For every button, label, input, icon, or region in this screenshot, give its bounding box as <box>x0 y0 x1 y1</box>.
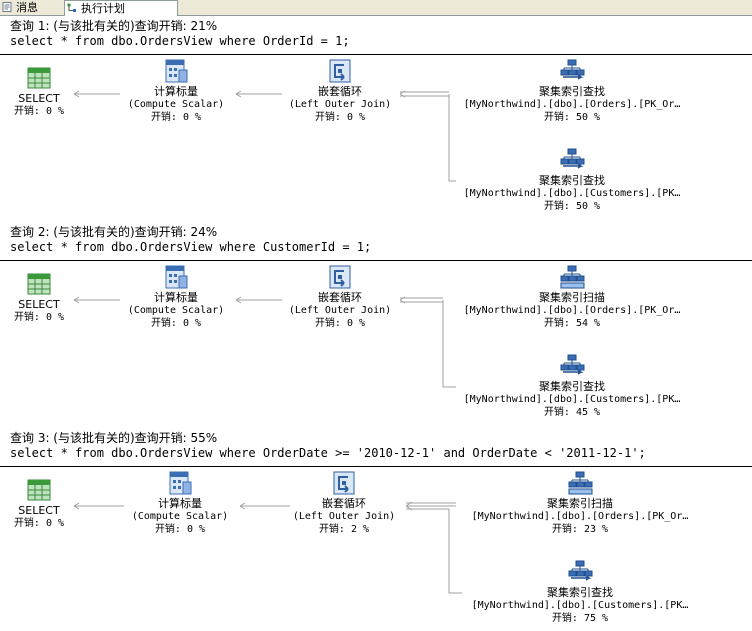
query-2-plan: SELECT 开销: 0 % 计算标量 (Compute Scalar) 开销:… <box>0 261 752 427</box>
op-sub: [MyNorthwind].[dbo].[Orders].[PK_Or… <box>463 99 681 110</box>
clustered-index-seek-icon <box>560 354 585 375</box>
clustered-index-scan-icon <box>568 471 593 495</box>
op-name: 嵌套循环 <box>318 85 362 98</box>
messages-icon <box>2 2 12 12</box>
op-select[interactable]: SELECT 开销: 0 % <box>10 477 68 530</box>
op-cost: 开销: 75 % <box>551 613 609 624</box>
op-clustered-index-seek-customers[interactable]: 聚集索引查找 [MyNorthwind].[dbo].[Customers].[… <box>460 559 700 625</box>
query-1-plan: SELECT 开销: 0 % 计算标量 (Compute Scalar) 开销:… <box>0 55 752 221</box>
op-nested-loops[interactable]: 嵌套循环 (Left Outer Join) 开销: 2 % <box>286 470 402 536</box>
op-sub: (Compute Scalar) <box>127 305 225 316</box>
op-name: 聚集索引扫描 <box>547 497 613 510</box>
query-1-sql: select * from dbo.OrdersView where Order… <box>10 34 350 48</box>
op-sub: [MyNorthwind].[dbo].[Customers].[PK… <box>463 188 681 199</box>
op-name: 聚集索引扫描 <box>539 291 605 304</box>
op-sub: (Left Outer Join) <box>292 511 396 522</box>
query-3-cost-line: 查询 3: (与该批有关的)查询开销: 55% <box>10 431 218 445</box>
op-clustered-index-scan-orders[interactable]: 聚集索引扫描 [MyNorthwind].[dbo].[Orders].[PK_… <box>460 470 700 536</box>
query-3-header: 查询 3: (与该批有关的)查询开销: 55% select * from db… <box>0 428 752 467</box>
select-icon <box>27 67 51 89</box>
compute-scalar-icon <box>165 265 188 289</box>
op-sub: [MyNorthwind].[dbo].[Customers].[PK… <box>471 600 689 611</box>
result-tab-bar: 消息 执行计划 <box>0 0 752 16</box>
query-3-connectors <box>73 501 462 594</box>
query-2-connectors <box>73 296 456 388</box>
op-cost: 开销: 0 % <box>13 518 65 529</box>
op-cost: 开销: 0 % <box>13 312 65 323</box>
op-name: SELECT <box>18 92 60 105</box>
query-1-connectors <box>73 90 456 182</box>
op-select[interactable]: SELECT 开销: 0 % <box>10 271 68 324</box>
op-name: 嵌套循环 <box>322 497 366 510</box>
tab-messages-label: 消息 <box>16 1 38 14</box>
op-name: 计算标量 <box>154 291 198 304</box>
op-name: 聚集索引查找 <box>539 380 605 393</box>
op-name: 嵌套循环 <box>318 291 362 304</box>
clustered-index-seek-icon <box>568 560 593 581</box>
op-name: 计算标量 <box>154 85 198 98</box>
op-sub: (Left Outer Join) <box>288 99 392 110</box>
tab-execution-plan[interactable]: 执行计划 <box>64 0 178 16</box>
query-1-header: 查询 1: (与该批有关的)查询开销: 21% select * from db… <box>0 16 752 55</box>
op-cost: 开销: 0 % <box>150 112 202 123</box>
op-clustered-index-scan-orders[interactable]: 聚集索引扫描 [MyNorthwind].[dbo].[Orders].[PK_… <box>454 264 690 330</box>
op-cost: 开销: 23 % <box>551 524 609 535</box>
op-name: 聚集索引查找 <box>547 586 613 599</box>
execution-plan-icon <box>67 3 76 12</box>
tab-execution-plan-label: 执行计划 <box>81 2 125 15</box>
op-sub: (Compute Scalar) <box>127 99 225 110</box>
op-cost: 开销: 54 % <box>543 318 601 329</box>
op-name: SELECT <box>18 504 60 517</box>
op-cost: 开销: 50 % <box>543 201 601 212</box>
op-nested-loops[interactable]: 嵌套循环 (Left Outer Join) 开销: 0 % <box>282 58 398 124</box>
tab-messages[interactable]: 消息 <box>0 0 70 15</box>
op-name: 聚集索引查找 <box>539 174 605 187</box>
op-cost: 开销: 0 % <box>314 318 366 329</box>
op-compute-scalar[interactable]: 计算标量 (Compute Scalar) 开销: 0 % <box>118 58 234 124</box>
op-sub: [MyNorthwind].[dbo].[Orders].[PK_Or… <box>471 511 689 522</box>
op-name: 计算标量 <box>158 497 202 510</box>
query-3-sql: select * from dbo.OrdersView where Order… <box>10 446 646 460</box>
compute-scalar-icon <box>165 59 188 83</box>
nested-loops-icon <box>333 471 355 495</box>
op-clustered-index-seek-orders[interactable]: 聚集索引查找 [MyNorthwind].[dbo].[Orders].[PK_… <box>454 58 690 124</box>
op-clustered-index-seek-customers[interactable]: 聚集索引查找 [MyNorthwind].[dbo].[Customers].[… <box>454 353 690 419</box>
query-3-plan: SELECT 开销: 0 % 计算标量 (Compute Scalar) 开销:… <box>0 467 752 631</box>
query-1-cost-line: 查询 1: (与该批有关的)查询开销: 21% <box>10 19 218 33</box>
nested-loops-icon <box>329 59 351 83</box>
op-cost: 开销: 0 % <box>154 524 206 535</box>
query-2-sql: select * from dbo.OrdersView where Custo… <box>10 240 372 254</box>
op-cost: 开销: 2 % <box>318 524 370 535</box>
op-name: SELECT <box>18 298 60 311</box>
op-compute-scalar[interactable]: 计算标量 (Compute Scalar) 开销: 0 % <box>122 470 238 536</box>
op-cost: 开销: 0 % <box>150 318 202 329</box>
nested-loops-icon <box>329 265 351 289</box>
op-cost: 开销: 0 % <box>314 112 366 123</box>
op-sub: [MyNorthwind].[dbo].[Orders].[PK_Or… <box>463 305 681 316</box>
op-cost: 开销: 45 % <box>543 407 601 418</box>
op-cost: 开销: 0 % <box>13 106 65 117</box>
query-2-header: 查询 2: (与该批有关的)查询开销: 24% select * from db… <box>0 222 752 261</box>
clustered-index-seek-icon <box>560 59 585 80</box>
compute-scalar-icon <box>169 471 192 495</box>
op-cost: 开销: 50 % <box>543 112 601 123</box>
op-sub: (Compute Scalar) <box>131 511 229 522</box>
op-name: 聚集索引查找 <box>539 85 605 98</box>
op-sub: (Left Outer Join) <box>288 305 392 316</box>
op-clustered-index-seek-customers[interactable]: 聚集索引查找 [MyNorthwind].[dbo].[Customers].[… <box>454 147 690 213</box>
op-sub: [MyNorthwind].[dbo].[Customers].[PK… <box>463 394 681 405</box>
op-compute-scalar[interactable]: 计算标量 (Compute Scalar) 开销: 0 % <box>118 264 234 330</box>
query-2-cost-line: 查询 2: (与该批有关的)查询开销: 24% <box>10 225 218 239</box>
select-icon <box>27 273 51 295</box>
clustered-index-scan-icon <box>560 265 585 289</box>
op-nested-loops[interactable]: 嵌套循环 (Left Outer Join) 开销: 0 % <box>282 264 398 330</box>
select-icon <box>27 479 51 501</box>
op-select[interactable]: SELECT 开销: 0 % <box>10 65 68 118</box>
clustered-index-seek-icon <box>560 148 585 169</box>
